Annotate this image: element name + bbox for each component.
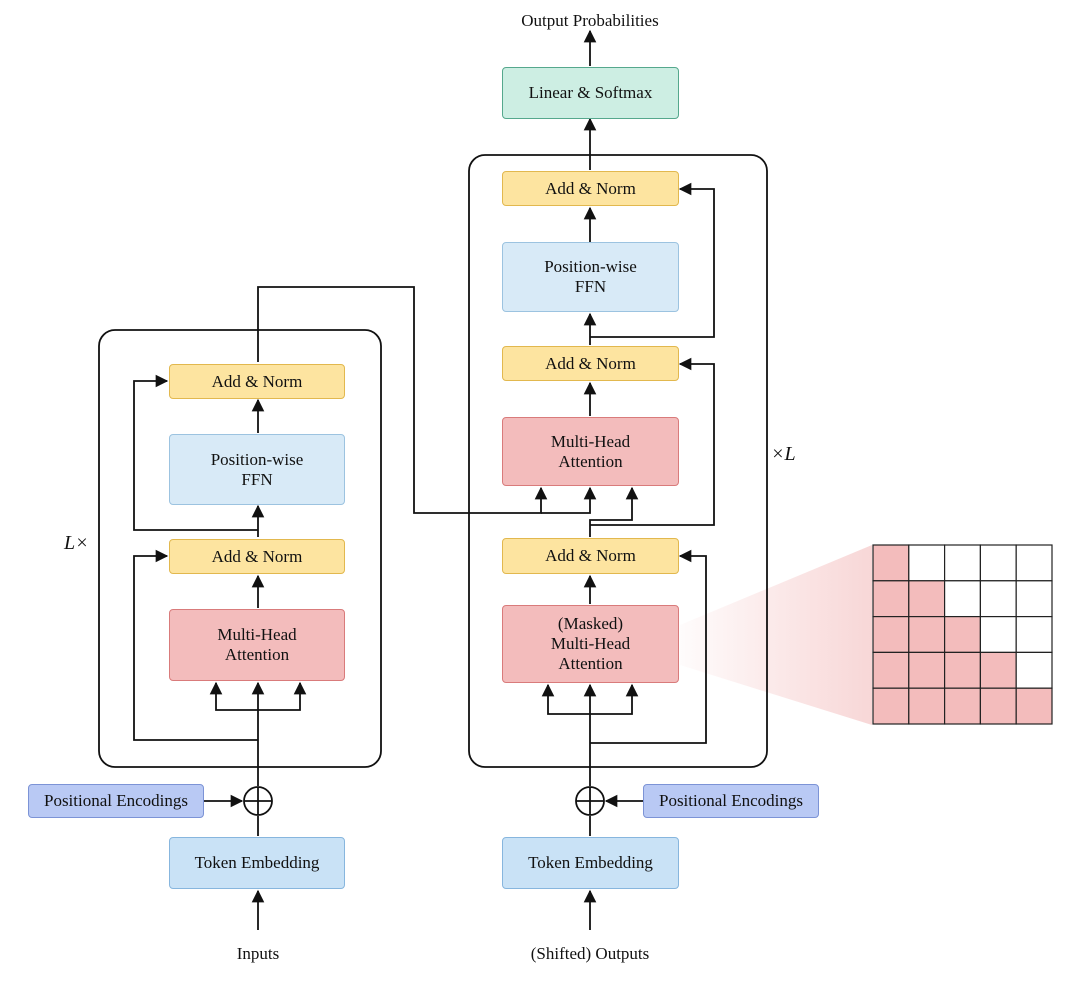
mask-cell [979,651,1017,689]
enc-mha-qk-split [209,681,307,711]
enc-inputs-label: Inputs [236,944,280,963]
dec-masked-line3: Attention [558,654,623,673]
dec-masked-line2: Multi-Head [550,634,631,653]
dec-inputs-label: (Shifted) Outputs [530,944,650,963]
enc-posenc-text: Positional Encodings [43,791,189,810]
enc-residual-2 [133,374,258,531]
decoder-multiplier: ×L [771,443,796,465]
enc-add-norm-top: Add & Norm [169,364,345,399]
mask-cell [872,580,910,618]
dec-cross-mha-line1: Multi-Head [550,431,631,451]
enc-add-norm-top-text: Add & Norm [211,371,303,391]
mask-cell [1015,615,1053,653]
enc-add-norm-bottom-text: Add & Norm [211,546,303,566]
dec-add-norm-bottom-text: Add & Norm [545,546,636,565]
mask-cell [943,651,981,689]
dec-residual-2 [590,357,715,526]
dec-posenc-text: Positional Encodings [658,791,804,810]
enc-add-norm-bottom: Add & Norm [169,539,345,574]
mask-cell [1015,687,1053,725]
dec-ffn-box: Position-wise FFN [502,242,679,312]
mask-cell [979,544,1017,582]
dec-sum-icon [575,786,605,816]
output-probabilities-label: Output Probabilities [521,11,659,30]
dec-add-norm-top-text: Add & Norm [545,178,636,198]
enc-output-branch [541,486,597,514]
enc-positional-encodings: Positional Encodings [28,784,204,818]
dec-positional-encodings: Positional Encodings [643,784,819,818]
mask-cell [908,687,946,725]
mask-cell [872,687,910,725]
mask-cell [979,687,1017,725]
mask-cell [979,580,1017,618]
mask-cell [908,544,946,582]
dec-masked-mha-box: (Masked) Multi-Head Attention [502,605,679,683]
enc-embed-text: Token Embedding [194,853,320,872]
dec-add-norm-middle-text: Add & Norm [545,353,636,373]
encoder-block-frame [98,329,382,768]
dec-add-norm-bottom: Add & Norm [502,538,679,574]
enc-output-connection [257,286,548,514]
mask-cell [943,615,981,653]
dec-ffn-line2: FFN [574,277,607,296]
mask-cell [1015,580,1053,618]
dec-embed-text: Token Embedding [528,853,653,872]
mask-cell [1015,651,1053,689]
enc-sum-icon [243,786,273,816]
enc-token-embedding: Token Embedding [169,837,345,889]
linear-softmax-box: Linear & Softmax [502,67,679,119]
mask-cell [872,544,910,582]
dec-addnorm-to-cross-q [589,486,639,537]
decoder-block-frame [468,154,768,768]
mask-grid [872,544,1053,725]
dec-cross-mha-box: Multi-Head Attention [502,417,679,486]
dec-masked-line1: (Masked) [557,614,624,633]
mask-cell [943,544,981,582]
enc-ffn-line2: FFN [241,469,273,489]
enc-mha-box: Multi-Head Attention [169,609,345,681]
mask-cell [872,651,910,689]
mask-cell [908,580,946,618]
mask-projection [680,545,872,725]
mask-cell [1015,544,1053,582]
dec-token-embedding: Token Embedding [502,837,679,889]
dec-cross-mha-line2: Attention [558,451,623,471]
encoder-multiplier: L× [64,532,89,554]
enc-residual-1 [133,549,258,741]
mask-cell [943,580,981,618]
mask-cell [908,651,946,689]
mask-cell [979,615,1017,653]
mask-cell [908,615,946,653]
enc-ffn-box: Position-wise FFN [169,434,345,505]
dec-residual-1 [590,549,707,744]
enc-ffn-line1: Position-wise [210,449,304,469]
dec-residual-3 [590,182,715,338]
enc-mha-line2: Attention [224,645,290,664]
mask-cell [943,687,981,725]
enc-mha-line1: Multi-Head [217,625,297,644]
dec-add-norm-top: Add & Norm [502,171,679,206]
linear-softmax-text: Linear & Softmax [528,83,653,102]
dec-ffn-line1: Position-wise [544,257,637,276]
dec-add-norm-middle: Add & Norm [502,346,679,381]
dec-masked-qk-split [541,683,639,715]
mask-cell [872,615,910,653]
